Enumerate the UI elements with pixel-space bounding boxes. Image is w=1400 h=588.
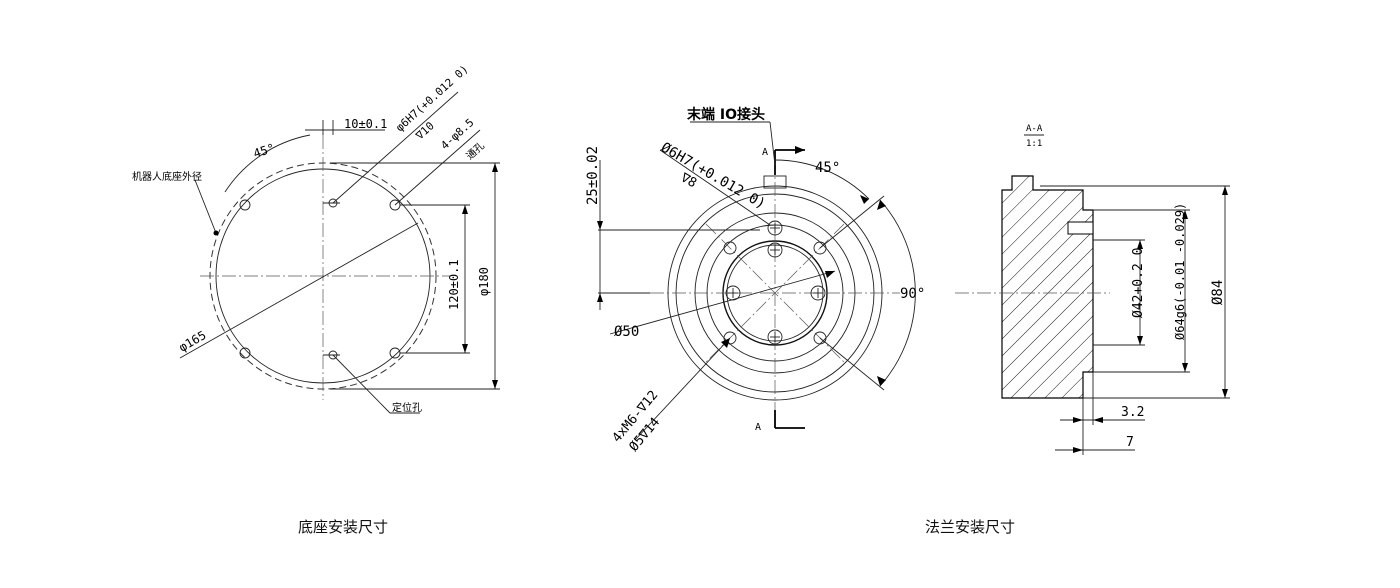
base-view: 45° 10±0.1 φ6H7(+0.012 0) ∇10 4-φ8.5 通孔 … (132, 63, 500, 414)
flange-pin-hole-label: Ø6H7(+0.012 0) (658, 140, 768, 213)
flange-hole-4 (813, 331, 827, 345)
section-marker-bottom: A (755, 422, 761, 433)
section-marker-top: A (762, 147, 768, 158)
section-spigot-label: Ø64g6(-0.01 -0.029) (1173, 203, 1187, 340)
base-outer-diameter-label: φ180 (477, 267, 491, 296)
base-bolt-circle-leader (179, 222, 419, 359)
flange-bolt-circle-label: Ø50 (614, 324, 639, 340)
flange-hole-3 (723, 331, 737, 345)
base-vertical-spacing-label: 120±0.1 (447, 259, 461, 310)
section-depth-32-label: 3.2 (1121, 405, 1144, 420)
io-connector-label: 末端 IO接头 (687, 106, 765, 123)
section-outer-diameter-label: Ø84 (1210, 280, 1226, 305)
section-scale: 1:1 (1026, 139, 1042, 149)
base-hole-bottom-left (239, 347, 251, 359)
base-hole-spacing-label: 10±0.1 (344, 117, 387, 131)
section-title: A-A (1026, 124, 1043, 134)
flange-hole-1 (723, 241, 737, 255)
section-view: A-A 1:1 Ø42+0.2 0 Ø64g6(-0.01 -0.029) Ø8… (955, 124, 1230, 455)
section-pin-hole (1067, 221, 1094, 235)
flange-90-arc (879, 199, 916, 387)
base-pin-depth-label: ∇10 (413, 119, 437, 143)
flange-pin-depth-label: ∇8 (677, 170, 699, 191)
base-angle-label: 45° (252, 141, 277, 161)
base-through-label: 通孔 (464, 140, 487, 162)
base-through-holes-label: 4-φ8.5 (438, 116, 476, 152)
flange-angle-45-label: 45° (815, 160, 840, 176)
flange-view-caption: 法兰安装尺寸 (925, 518, 1016, 536)
flange-angle-90-label: 90° (900, 286, 925, 302)
base-hole-top-left (239, 199, 251, 211)
flange-view: A A 末端 IO接头 25±0.02 Ø6H7(+0.012 0) ∇8 45… (585, 106, 925, 455)
base-outer-label: 机器人底座外径 (132, 170, 202, 183)
flange-45-arc (774, 159, 870, 200)
base-locating-hole-label: 定位孔 (392, 401, 422, 414)
base-hole-bottom-right (389, 347, 401, 359)
flange-height-label: 25±0.02 (585, 146, 601, 205)
base-angle-arc (224, 134, 311, 193)
section-inner-diameter-label: Ø42+0.2 0 (1131, 248, 1146, 318)
flange-hole-2 (813, 241, 827, 255)
section-depth-7-label: 7 (1126, 435, 1134, 450)
flange-screws (725, 220, 826, 345)
section-body (1001, 175, 1094, 399)
base-view-caption: 底座安装尺寸 (298, 518, 389, 536)
